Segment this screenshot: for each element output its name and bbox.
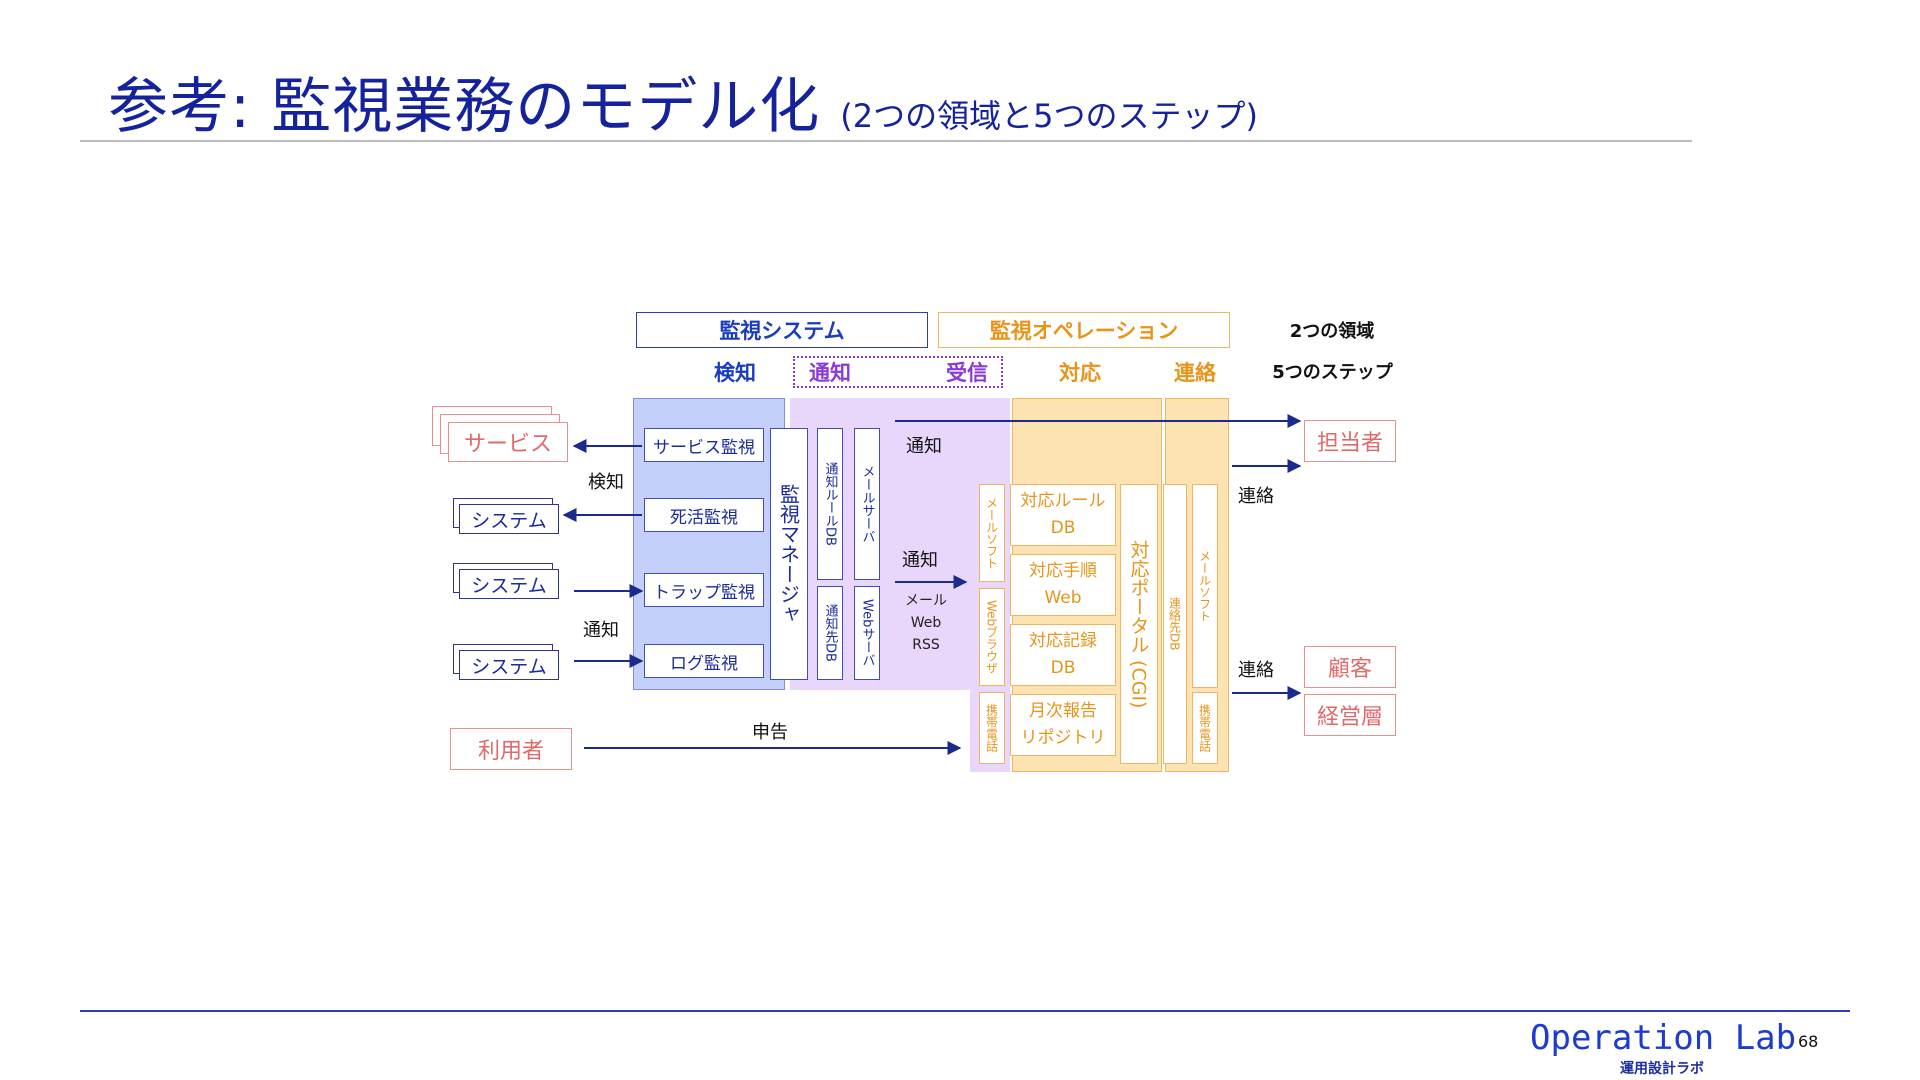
step-receive: 受信 xyxy=(946,361,988,385)
respond-rule-db-line1: 対応ルール xyxy=(1020,491,1106,511)
trap-monitor-box: トラップ監視 xyxy=(644,573,764,607)
contact-dest-db-label: 連絡先DB xyxy=(1167,597,1182,651)
title-divider xyxy=(80,140,1692,142)
respond-monthly-repo-line1: 月次報告 xyxy=(1029,701,1097,721)
report-label: 申告 xyxy=(752,722,788,743)
footer-divider xyxy=(80,1010,1850,1012)
contact-bottom-label: 連絡 xyxy=(1238,660,1274,681)
receive-mail-soft-box: メールソフト xyxy=(979,484,1005,582)
receive-mobile-label: 携帯電話 xyxy=(984,704,999,752)
web-server-box: Webサーバ xyxy=(854,586,880,680)
customer-target: 顧客 xyxy=(1304,646,1396,688)
respond-procedure-web-box: 対応手順 Web xyxy=(1010,554,1116,616)
channel-mail: メール xyxy=(905,593,947,609)
notify-mid-label: 通知 xyxy=(902,550,938,571)
contact-top-label: 連絡 xyxy=(1238,486,1274,507)
system3-target: システム xyxy=(459,650,559,680)
title-main: 参考: 監視業務のモデル化 xyxy=(108,72,821,142)
system2-target: システム xyxy=(459,569,559,599)
step-contact: 連絡 xyxy=(1174,361,1216,385)
slide-title: 参考: 監視業務のモデル化 (2つの領域と5つのステップ) xyxy=(108,58,1258,145)
service-target: サービス xyxy=(448,422,568,462)
staff-target: 担当者 xyxy=(1304,420,1396,462)
respond-record-db-box: 対応記録 DB xyxy=(1010,624,1116,686)
five-steps-label: 5つのステップ xyxy=(1272,362,1393,383)
respond-monthly-repo-box: 月次報告リポジトリ xyxy=(1010,694,1116,756)
step-notify: 通知 xyxy=(809,361,851,385)
receive-mobile-box: 携帯電話 xyxy=(979,692,1005,764)
notify-top-label: 通知 xyxy=(906,436,942,457)
page-number: 68 xyxy=(1798,1032,1819,1051)
domain-operation-header: 監視オペレーション xyxy=(938,312,1230,348)
contact-mobile-box: 携帯電話 xyxy=(1192,692,1218,764)
notify-dest-db-label: 通知先DB xyxy=(822,604,838,662)
monitor-manager-box: 監視マネージャ xyxy=(770,428,808,680)
mail-server-box: メールサーバ xyxy=(854,428,880,580)
channel-rss: RSS xyxy=(912,637,940,653)
two-domains-label: 2つの領域 xyxy=(1289,321,1375,342)
notify-dest-db-box: 通知先DB xyxy=(817,586,843,680)
respond-portal-label: 対応ポータル (CGI) xyxy=(1127,539,1150,709)
service-monitor-box: サービス監視 xyxy=(644,428,764,462)
system1-target: システム xyxy=(459,504,559,534)
respond-portal-box: 対応ポータル (CGI) xyxy=(1120,484,1158,764)
step-detect: 検知 xyxy=(714,361,756,385)
channel-web: Web xyxy=(910,615,942,631)
receive-web-browser-label: Webブラウザ xyxy=(984,599,999,675)
alive-monitor-box: 死活監視 xyxy=(644,498,764,532)
respond-rule-db-box: 対応ルール DB xyxy=(1010,484,1116,546)
contact-dest-db-box: 連絡先DB xyxy=(1163,484,1187,764)
notify-rule-db-label: 通知ルールDB xyxy=(822,462,838,546)
mail-server-label: メールサーバ xyxy=(859,465,875,543)
respond-rule-db-line2: DB xyxy=(1050,518,1076,538)
channels-label: メール Web RSS xyxy=(896,590,956,656)
respond-procedure-web-line2: Web xyxy=(1044,588,1082,608)
contact-mail-soft-label: メールソフト xyxy=(1197,550,1212,622)
notify-left-label: 通知 xyxy=(583,620,619,641)
contact-mail-soft-box: メールソフト xyxy=(1192,484,1218,688)
logo-subtitle: 運用設計ラボ xyxy=(1620,1061,1704,1077)
notify-rule-db-box: 通知ルールDB xyxy=(817,428,843,580)
domain-system-header: 監視システム xyxy=(636,312,928,348)
contact-mobile-label: 携帯電話 xyxy=(1197,704,1212,752)
receive-mail-soft-label: メールソフト xyxy=(984,497,999,569)
title-sub: (2つの領域と5つのステップ) xyxy=(840,97,1258,135)
management-target: 経営層 xyxy=(1304,694,1396,736)
log-monitor-box: ログ監視 xyxy=(644,644,764,678)
respond-record-db-line1: 対応記録 xyxy=(1029,631,1097,651)
user-target: 利用者 xyxy=(450,728,572,770)
respond-monthly-repo-line2: リポジトリ xyxy=(1020,728,1106,748)
notify-receive-dotted-frame xyxy=(793,356,1003,388)
logo: Operation Lab xyxy=(1530,1018,1797,1058)
monitor-manager-label: 監視マネージャ xyxy=(776,484,801,624)
step-respond: 対応 xyxy=(1059,361,1101,385)
web-server-label: Webサーバ xyxy=(859,599,875,667)
respond-procedure-web-line1: 対応手順 xyxy=(1029,561,1097,581)
respond-record-db-line2: DB xyxy=(1050,658,1076,678)
receive-web-browser-box: Webブラウザ xyxy=(979,588,1005,686)
detect-label: 検知 xyxy=(588,472,624,493)
